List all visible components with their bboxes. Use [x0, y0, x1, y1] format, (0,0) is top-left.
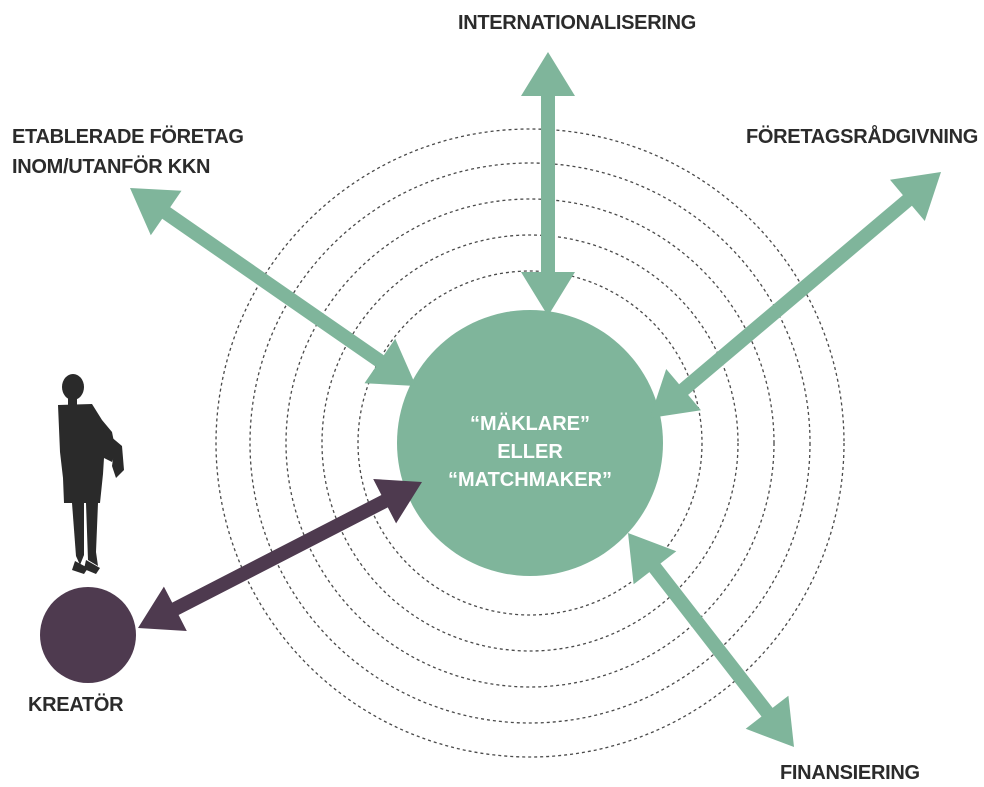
label-foretagsradgivning: FÖRETAGSRÅDGIVNING: [746, 124, 978, 148]
label-finansiering: FINANSIERING: [780, 762, 920, 784]
ring-5: [215, 128, 845, 758]
arrow-finansiering: [628, 533, 794, 747]
arrow-kreator: [138, 479, 422, 631]
ring-1: [357, 270, 703, 616]
label-internationalisering: INTERNATIONALISERING: [458, 12, 696, 34]
label-kreator: KREATÖR: [28, 693, 124, 716]
ring-4: [249, 162, 811, 724]
person-silhouette-icon: [58, 374, 124, 574]
center-label-line-2: ELLER: [497, 441, 563, 463]
label-etablerade-foretag: ETABLERADE FÖRETAG: [12, 125, 244, 148]
arrows: [130, 52, 941, 747]
center-label-line-1: “MÄKLARE”: [470, 412, 590, 435]
label-inom-utanfor-kkn: INOM/UTANFÖR KKN: [12, 155, 210, 178]
concentric-rings: [215, 128, 845, 758]
center-label-line-3: “MATCHMAKER”: [448, 469, 612, 491]
ring-2: [321, 234, 739, 652]
creator-circle: [40, 587, 136, 683]
center-circle: [397, 310, 663, 576]
arrow-etablerade-foretag: [130, 188, 416, 386]
ring-3: [285, 198, 775, 688]
arrow-internationalisering: [521, 52, 575, 316]
arrow-foretagsradgivning: [650, 172, 941, 418]
